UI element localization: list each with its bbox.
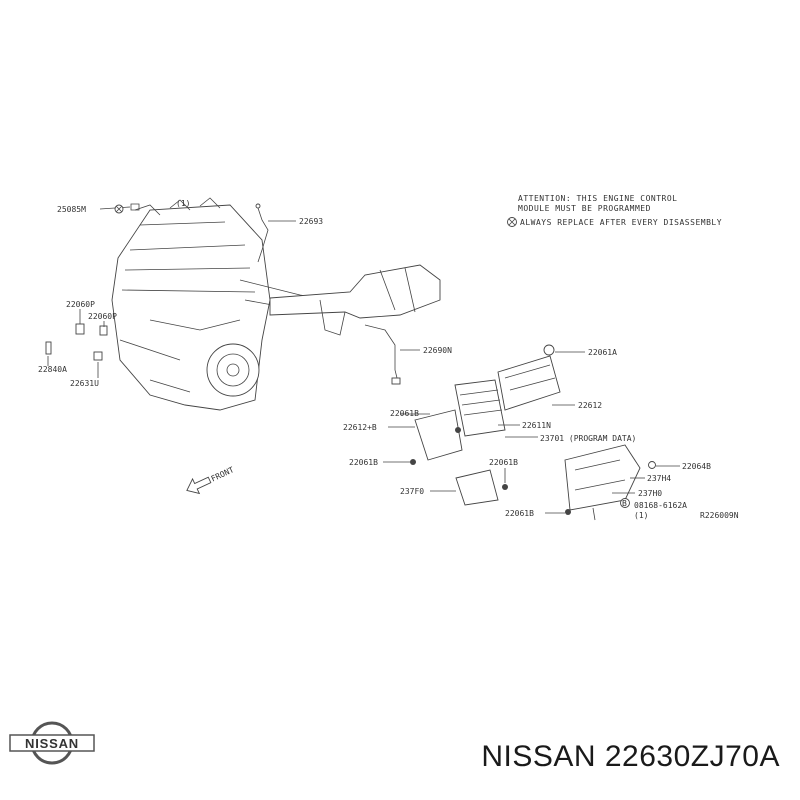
lower-bracket: B: [410, 427, 656, 521]
ecm-unit: [454, 379, 506, 437]
label-22612b: 22612+B: [343, 423, 377, 432]
svg-text:NISSAN: NISSAN: [25, 736, 79, 751]
catalytic-converter: [269, 264, 441, 336]
label-22611n: 22611N: [522, 421, 551, 430]
label-23701: 23701 (PROGRAM DATA): [540, 434, 636, 443]
svg-text:B: B: [622, 499, 627, 508]
label-22061b-4: 22061B: [505, 509, 534, 518]
front-arrow: FRONT: [186, 465, 236, 495]
label-22612: 22612: [578, 401, 602, 410]
label-237h0: 237H0: [638, 489, 662, 498]
svg-text:MODULE MUST BE PROGRAMMED: MODULE MUST BE PROGRAMMED: [518, 204, 651, 213]
label-22061a: 22061A: [588, 348, 617, 357]
label-22064b: 22064B: [682, 462, 711, 471]
label-22060p-b: 22060P: [88, 312, 117, 321]
label-22061b-2: 22061B: [349, 458, 378, 467]
label-ref: R226009N: [700, 511, 739, 520]
front-label: FRONT: [210, 465, 236, 483]
label-22061b-3: 22061B: [489, 458, 518, 467]
ecm-bracket: [497, 344, 561, 411]
label-top-qty: (1): [176, 199, 190, 208]
label-22631u: 22631U: [70, 379, 99, 388]
attention-note: ATTENTION: THIS ENGINE CONTROL MODULE MU…: [507, 194, 722, 227]
oxygen-sensor-upper: [255, 203, 269, 263]
label-22061b-1: 22061B: [390, 409, 419, 418]
leader-lines: [47, 206, 680, 514]
engine-assembly: [111, 197, 331, 411]
label-08168-qty: (1): [634, 511, 648, 520]
oxygen-sensor-lower: [364, 324, 401, 385]
label-237h4: 237H4: [647, 474, 671, 483]
label-22060p-a: 22060P: [66, 300, 95, 309]
label-22840a: 22840A: [38, 365, 67, 374]
svg-text:ALWAYS REPLACE AFTER EVERY DIS: ALWAYS REPLACE AFTER EVERY DISASSEMBLY: [520, 218, 722, 227]
part-labels: 25085M (1) 22693 22060P 22060P 22840A 22…: [38, 199, 739, 520]
ecm-cover: [414, 409, 463, 461]
nissan-logo: NISSAN: [9, 721, 95, 765]
svg-text:ATTENTION: THIS ENGINE CONTROL: ATTENTION: THIS ENGINE CONTROL: [518, 194, 678, 203]
label-237f0: 237F0: [400, 487, 424, 496]
small-sensors-left: [45, 203, 140, 361]
label-08168: 08168-6162A: [634, 501, 687, 510]
part-number: NISSAN 22630ZJ70A: [481, 740, 780, 773]
label-22693: 22693: [299, 217, 323, 226]
label-25085m: 25085M: [57, 205, 86, 214]
label-22690n: 22690N: [423, 346, 452, 355]
